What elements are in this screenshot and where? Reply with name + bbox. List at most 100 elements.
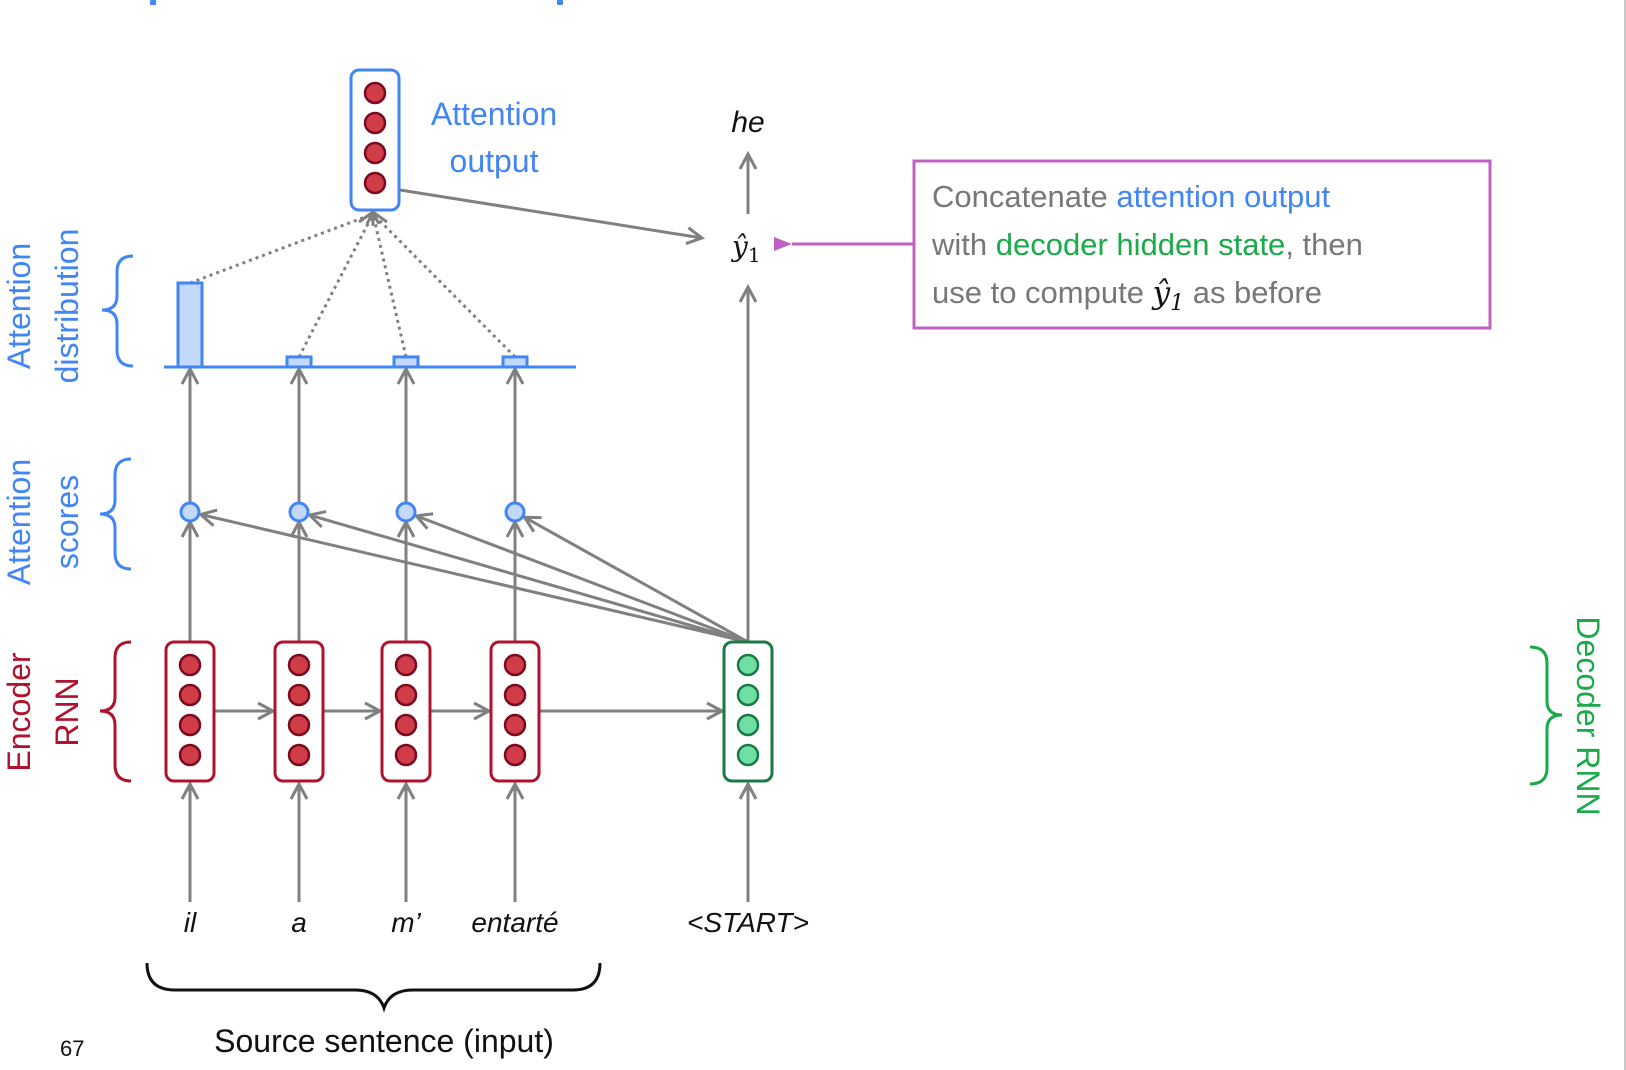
attention-output-cell xyxy=(349,68,401,212)
hidden-unit-dot xyxy=(287,683,311,707)
encoder-cell xyxy=(489,640,541,783)
svg-text:Attention: Attention xyxy=(1,459,37,585)
decoder-to-score-arrow xyxy=(525,517,749,644)
source-word: a xyxy=(291,907,307,938)
attention-output-to-yhat-arrow xyxy=(399,188,702,238)
callout-line: Concatenate attention output xyxy=(932,179,1331,214)
svg-text:Attention: Attention xyxy=(1,243,37,369)
callout-segment: as before xyxy=(1184,275,1322,310)
encoder-cell xyxy=(380,640,432,783)
slide-edge-divider xyxy=(1624,0,1626,1070)
attention-weight-bar xyxy=(176,281,204,369)
attention-distribution-brace xyxy=(101,254,134,368)
hidden-unit-dot xyxy=(178,653,202,677)
hidden-unit-dot xyxy=(363,111,387,135)
attention-score-node xyxy=(504,501,526,523)
svg-text:Encoder: Encoder xyxy=(1,652,37,772)
hidden-unit-dot xyxy=(394,653,418,677)
attention-output-vector xyxy=(349,68,401,212)
source-word: m’ xyxy=(391,907,421,938)
callout-line: use to compute ŷ1 as before xyxy=(932,275,1322,316)
decoder-cell-box xyxy=(722,640,774,783)
attention-distribution-label: Attention distribution xyxy=(1,229,85,384)
source-words: il a m’ entarté xyxy=(184,907,559,938)
callout-segment: , then xyxy=(1285,227,1363,262)
hidden-unit-dot xyxy=(363,81,387,105)
start-token: <START> xyxy=(687,907,809,938)
source-word: il xyxy=(184,907,197,938)
encoder-cell xyxy=(273,640,325,783)
hidden-unit-dot xyxy=(503,743,527,767)
attention-distribution-bars xyxy=(164,281,576,369)
page-number: 67 xyxy=(60,1036,84,1061)
weighted-sum-line xyxy=(371,212,517,358)
callout-segment: with xyxy=(931,227,996,262)
source-word: entarté xyxy=(471,907,558,938)
encoder-cell xyxy=(164,640,216,783)
hidden-unit-dot xyxy=(503,713,527,737)
output-word-he: he xyxy=(731,106,764,139)
callout-segment: use to compute xyxy=(932,275,1153,310)
hidden-unit-dot xyxy=(503,653,527,677)
decoder-rnn-label: Decoder RNN xyxy=(1570,616,1606,815)
decoder-rnn-cell xyxy=(722,640,774,783)
connection-arrows xyxy=(190,154,748,902)
hidden-unit-dot xyxy=(736,743,760,767)
decoder-to-score-arrow xyxy=(416,516,749,644)
encoder-rnn-brace xyxy=(99,640,132,783)
weighted-sum-arrowhead xyxy=(372,210,388,224)
attention-score-node xyxy=(179,501,201,523)
y-hat-symbol: ŷ1 xyxy=(730,230,761,267)
title-fragment xyxy=(150,0,156,5)
callout-text: Concatenate attention output with decoder… xyxy=(931,179,1363,316)
callout-segment: decoder hidden state xyxy=(996,227,1286,262)
weighted-sum-line xyxy=(189,212,374,285)
attention-weight-bar xyxy=(501,355,529,369)
hidden-unit-dot xyxy=(736,653,760,677)
title-fragment xyxy=(557,0,563,5)
hidden-unit-dot xyxy=(178,683,202,707)
source-sentence-label: Source sentence (input) xyxy=(214,1023,554,1059)
svg-text:distribution: distribution xyxy=(49,229,85,384)
encoder-cell-box xyxy=(380,640,432,783)
encoder-cell-box xyxy=(273,640,325,783)
attention-score-nodes xyxy=(179,501,526,523)
attention-output-label-line1: Attention xyxy=(431,96,557,132)
attention-score-node xyxy=(395,501,417,523)
attention-scores-brace xyxy=(99,457,132,571)
encoder-cell-box xyxy=(164,640,216,783)
attention-weight-bar xyxy=(392,355,420,369)
attention-weight-lines xyxy=(189,210,517,358)
hidden-unit-dot xyxy=(287,743,311,767)
hidden-unit-dot xyxy=(363,141,387,165)
encoder-rnn-cells xyxy=(164,640,541,783)
hidden-unit-dot xyxy=(287,653,311,677)
svg-text:RNN: RNN xyxy=(49,677,85,746)
hidden-unit-dot xyxy=(736,713,760,737)
hidden-unit-dot xyxy=(287,713,311,737)
hidden-unit-dot xyxy=(178,713,202,737)
decoder-cell xyxy=(722,640,774,783)
weighted-sum-line xyxy=(297,213,375,358)
hidden-unit-dot xyxy=(363,171,387,195)
attention-output-label-line2: output xyxy=(450,143,539,179)
callout-segment: 1 xyxy=(1170,291,1184,316)
weighted-sum-line xyxy=(371,213,408,358)
hidden-unit-dot xyxy=(394,713,418,737)
decoder-to-score-arrow xyxy=(201,514,749,644)
hidden-unit-dot xyxy=(503,683,527,707)
hidden-unit-dot xyxy=(394,683,418,707)
attention-score-node xyxy=(288,501,310,523)
callout-box xyxy=(912,159,1492,330)
encoder-rnn-label: Encoder RNN xyxy=(1,652,85,772)
attention-output-box xyxy=(349,68,401,212)
hidden-unit-dot xyxy=(394,743,418,767)
attention-scores-label: Attention scores xyxy=(1,459,85,585)
callout-segment: Concatenate xyxy=(932,179,1116,214)
svg-text:scores: scores xyxy=(49,475,85,569)
source-sentence-brace xyxy=(145,962,602,1013)
hidden-unit-dot xyxy=(178,743,202,767)
hidden-unit-dot xyxy=(736,683,760,707)
callout-segment: attention output xyxy=(1116,179,1330,214)
